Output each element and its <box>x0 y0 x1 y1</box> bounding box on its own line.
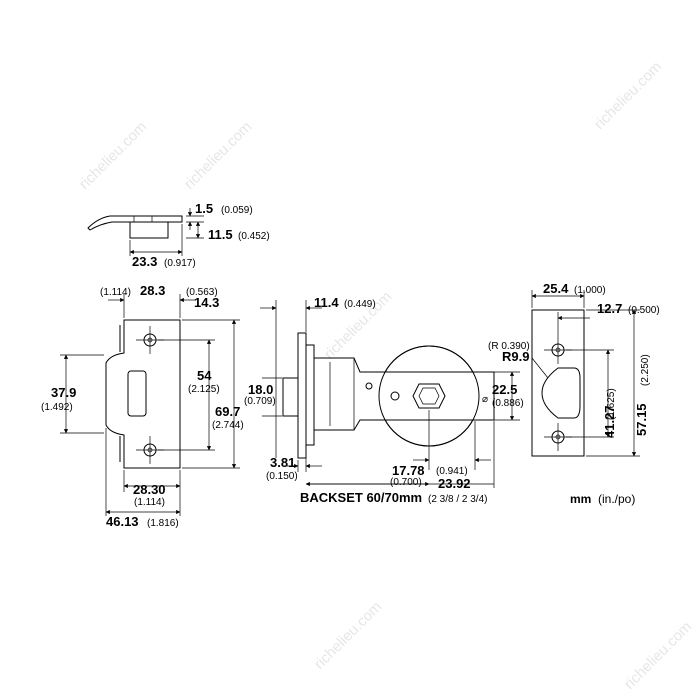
strike-plate-view: (1.114) 28.3 (0.563) 14.3 37.9 (1.492) 5… <box>41 283 244 529</box>
faceplate-view: 25.4 (1.000) 12.7 (0.500) (R 0.390) R9.9… <box>488 281 660 457</box>
strike-width: 46.13 <box>106 514 139 529</box>
strike-bottom-inner-in: (1.114) <box>134 497 165 508</box>
top-plate-height: 11.5 <box>208 227 233 242</box>
faceplate-hole-spacing: 41.27 <box>602 405 617 438</box>
faceplate-height-in: (2.250) <box>640 354 651 386</box>
watermark-4: richelieu.com <box>591 58 666 133</box>
latch-bolt: 18.0 <box>248 382 273 397</box>
faceplate-height: 57.15 <box>634 403 649 436</box>
latch-offset2-in: (0.941) <box>436 466 468 477</box>
latch-offset2: 23.92 <box>438 476 471 491</box>
strike-hole-spacing-in: (2.125) <box>188 384 220 395</box>
faceplate-hole-spacing-in: (1.625) <box>606 388 617 420</box>
strike-top-left-in: (1.114) <box>100 287 131 298</box>
top-plate-width-in: (0.917) <box>164 258 196 269</box>
watermark-5: richelieu.com <box>621 618 696 693</box>
top-plate-height-in: (0.452) <box>238 231 270 242</box>
watermark-1: richelieu.com <box>76 118 151 193</box>
strike-hole-spacing: 54 <box>197 368 212 383</box>
strike-top-right-in: (0.563) <box>186 287 218 298</box>
top-plate-thickness: 1.5 <box>195 201 213 216</box>
top-plate-thickness-in: (0.059) <box>221 205 253 216</box>
latch-face-to-case-in: (0.449) <box>344 299 376 310</box>
units-label: mm <box>570 492 591 506</box>
latch-view: 11.4 (0.449) 18.0 (0.709) 3.81 (0.150) ⌀… <box>244 295 524 505</box>
latch-face-to-case: 11.4 <box>314 295 339 310</box>
faceplate-radius: R9.9 <box>502 349 529 364</box>
strike-top-left: 28.3 <box>140 283 165 298</box>
latch-offset-in: (0.700) <box>390 477 422 488</box>
strike-opening-in: (1.492) <box>41 402 73 413</box>
units-alt: (in./po) <box>598 492 635 506</box>
strike-width-in: (1.816) <box>147 518 179 529</box>
faceplate-half-in: (0.500) <box>628 305 660 316</box>
watermark-2: richelieu.com <box>181 118 256 193</box>
top-plate-view: 1.5 (0.059) 11.5 (0.452) 23.3 (0.917) <box>87 201 270 269</box>
strike-bottom-inner: 28.30 <box>133 482 166 497</box>
top-plate-width: 23.3 <box>132 254 157 269</box>
backset-label: BACKSET 60/70mm <box>300 490 422 505</box>
latch-offset: 17.78 <box>392 463 425 478</box>
strike-height-in: (2.744) <box>212 420 244 431</box>
latch-face: 3.81 <box>270 455 295 470</box>
backset-in: (2 3/8 / 2 3/4) <box>428 494 487 505</box>
units-legend: mm (in./po) <box>570 492 635 506</box>
latch-bolt-in: (0.709) <box>244 396 276 407</box>
faceplate-width-in: (1.000) <box>574 285 606 296</box>
latch-hub-prefix: ⌀ <box>482 394 488 405</box>
strike-opening: 37.9 <box>51 385 76 400</box>
faceplate-radius-in: (R 0.390) <box>488 341 530 352</box>
strike-height: 69.7 <box>215 404 240 419</box>
watermark-6: richelieu.com <box>311 598 386 673</box>
latch-hub: 22.5 <box>492 382 517 397</box>
latch-hub-in: (0.886) <box>492 398 524 409</box>
latch-face-in: (0.150) <box>266 471 298 482</box>
strike-top-right: 14.3 <box>194 295 219 310</box>
faceplate-half: 12.7 <box>597 301 622 316</box>
faceplate-width: 25.4 <box>543 281 569 296</box>
